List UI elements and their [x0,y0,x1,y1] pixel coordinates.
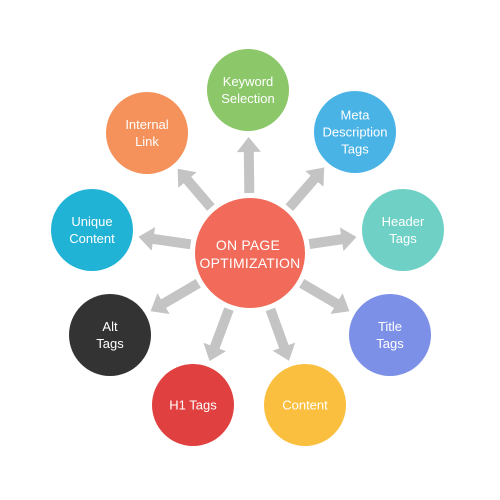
center-circle [195,198,305,308]
keyword-selection-circle [207,49,289,131]
keyword-selection-label-line: Selection [221,91,274,106]
content-circle [264,364,346,446]
center-label-line: OPTIMIZATION [200,255,301,271]
meta-description-tags-circle [314,91,396,173]
meta-description-tags-label-line: Tags [341,142,369,157]
header-tags-label-line: Header [382,214,425,229]
arrow-to-content [265,307,296,361]
internal-link-label-line: Internal [125,117,168,132]
unique-content-circle [51,189,133,271]
internal-link-circle [106,92,188,174]
unique-content-label-line: Content [69,231,115,246]
header-tags-label-line: Tags [389,231,417,246]
title-tags-label-line: Title [378,319,402,334]
keyword-selection-label-line: Keyword [223,74,274,89]
meta-description-tags-label-line: Meta [341,108,371,123]
h1-tags-circle [152,364,234,446]
title-tags-circle [349,294,431,376]
arrow-to-h1-tags [203,307,234,361]
node-content: Content [264,364,346,446]
header-tags-circle [362,189,444,271]
meta-description-tags-label-line: Description [322,125,387,140]
alt-tags-label-line: Alt [102,319,118,334]
h1-tags-label-line: H1 Tags [169,398,217,413]
node-h1-tags: H1 Tags [152,364,234,446]
content-label: Content [282,398,328,413]
center-node: ON PAGE OPTIMIZATION [195,198,305,308]
arrow-to-meta-description-tags [285,167,325,211]
arrow-to-internal-link [177,168,215,211]
arrow-to-unique-content [138,227,192,251]
center-label-line: ON PAGE [216,237,280,253]
arrow-to-title-tags [299,279,350,314]
arrows-group [138,137,357,361]
internal-link-label-line: Link [135,134,159,149]
center-label: ON PAGE OPTIMIZATION [200,237,301,271]
alt-tags-label-line: Tags [96,336,124,351]
content-label-line: Content [282,398,328,413]
alt-tags-circle [69,294,151,376]
unique-content-label-line: Unique [71,214,112,229]
h1-tags-label: H1 Tags [169,398,217,413]
arrow-to-keyword-selection [236,137,261,194]
arrow-to-alt-tags [150,279,201,314]
arrow-to-header-tags [308,227,357,252]
title-tags-label-line: Tags [376,336,404,351]
